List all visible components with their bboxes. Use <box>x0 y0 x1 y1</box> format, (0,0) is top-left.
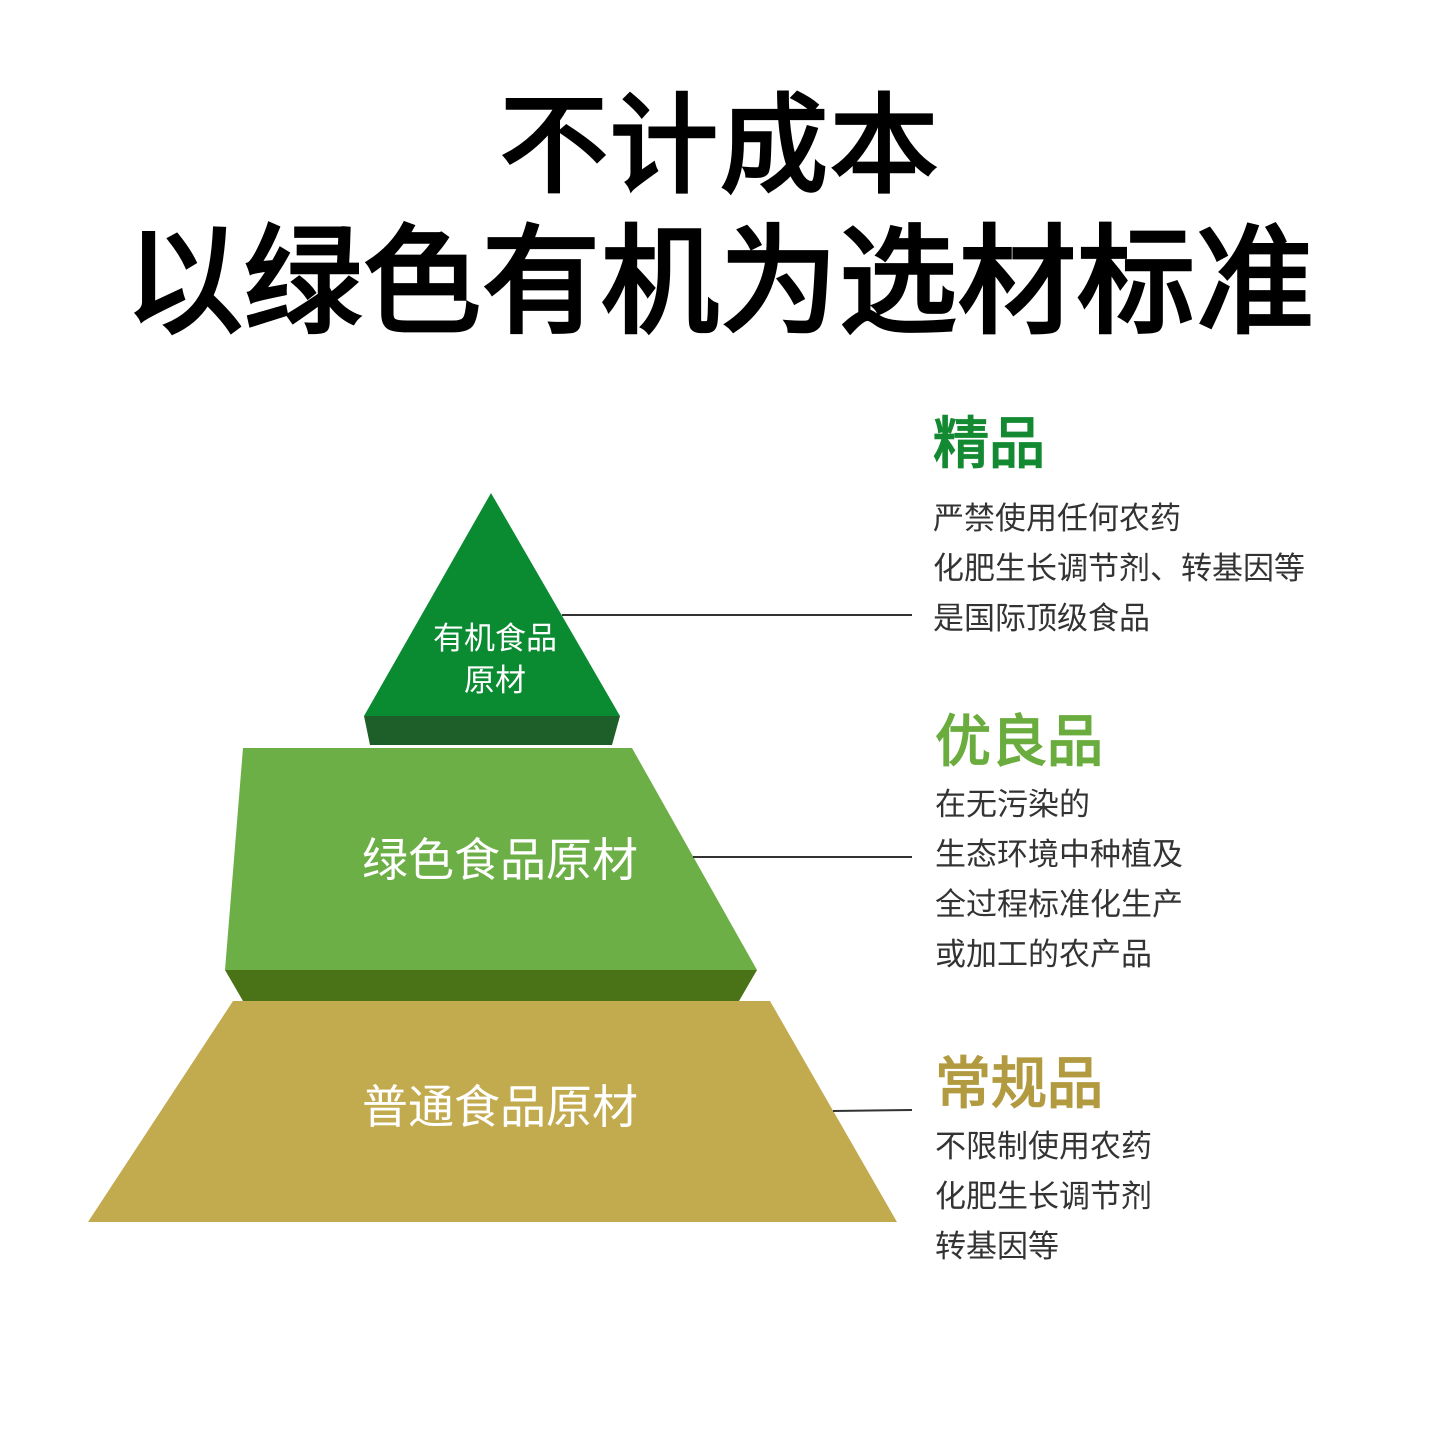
headline-line-2: 以绿色有机为选材标准 <box>124 212 1315 351</box>
description-line: 生态环境中种植及 <box>935 837 1183 873</box>
headline-line-1: 不计成本 <box>499 83 940 209</box>
description-line: 化肥生长调节剂、转基因等 <box>933 551 1305 587</box>
description-line: 严禁使用任何农药 <box>933 501 1181 537</box>
tier-label-organic: 有机食品 原材 <box>395 618 595 702</box>
tier-label-organic-line2: 原材 <box>464 663 526 699</box>
description-quality-text: 在无污染的 生态环境中种植及 全过程标准化生产 或加工的农产品 <box>935 780 1183 980</box>
pyramid-tier-middle-shade <box>225 970 757 1001</box>
description-regular: 常规品 不限制使用农药 化肥生长调节剂 转基因等 <box>935 1052 1152 1272</box>
description-quality: 优良品 在无污染的 生态环境中种植及 全过程标准化生产 或加工的农产品 <box>935 710 1183 980</box>
description-regular-title: 常规品 <box>935 1052 1103 1117</box>
pyramid-tier-base <box>88 1001 897 1222</box>
description-premium-text: 严禁使用任何农药 化肥生长调节剂、转基因等 是国际顶级食品 <box>933 494 1305 644</box>
description-premium: 精品 严禁使用任何农药 化肥生长调节剂、转基因等 是国际顶级食品 <box>933 412 1305 644</box>
description-line: 全过程标准化生产 <box>935 887 1183 923</box>
description-line: 在无污染的 <box>935 787 1090 823</box>
description-line: 是国际顶级食品 <box>933 601 1150 637</box>
description-line: 不限制使用农药 <box>935 1129 1152 1165</box>
description-premium-title: 精品 <box>933 412 1045 477</box>
description-regular-text: 不限制使用农药 化肥生长调节剂 转基因等 <box>935 1122 1152 1272</box>
pyramid-tier-top <box>364 493 620 716</box>
tier-label-organic-line1: 有机食品 <box>433 621 557 657</box>
description-line: 转基因等 <box>935 1229 1059 1265</box>
pyramid-tier-middle <box>225 748 757 970</box>
connector-line-regular <box>832 1109 913 1112</box>
tier-label-green: 绿色食品原材 <box>362 833 638 887</box>
pyramid-tier-top-shade <box>364 716 620 745</box>
tier-label-regular: 普通食品原材 <box>362 1080 638 1134</box>
description-line: 或加工的农产品 <box>935 937 1152 973</box>
description-line: 化肥生长调节剂 <box>935 1179 1152 1215</box>
description-quality-title: 优良品 <box>935 710 1103 775</box>
